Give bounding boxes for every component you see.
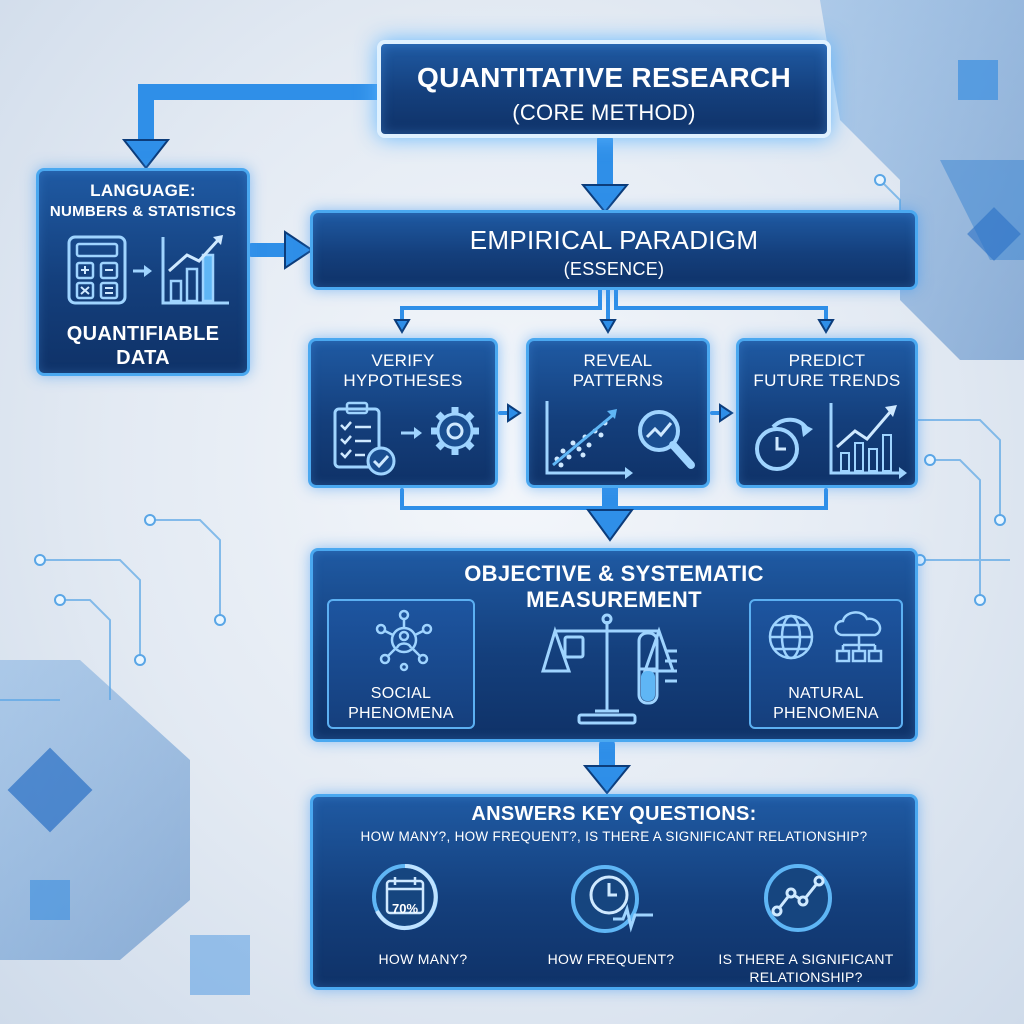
measurement-title-line2: MEASUREMENT [526,587,702,612]
language-box: LANGUAGE: NUMBERS & STATISTICS QUANTIFIA… [36,168,250,376]
core-method-subtitle: (CORE METHOD) [512,100,696,125]
magnifier-icon [638,410,695,469]
verify-hypotheses-box: VERIFY HYPOTHESES [308,338,498,488]
language-title-line1: LANGUAGE: [90,181,196,200]
reveal-line1: REVEAL [583,351,653,370]
language-label-line1: QUANTIFIABLE [66,323,220,345]
predict-line1: PREDICT [788,351,866,370]
question-relationship-line1: IS THERE A SIGNIFICANT [718,951,894,967]
line-trend-icon [764,864,832,932]
globe-icon [768,614,814,660]
scale-and-test-tube-icon [540,613,677,725]
arrow-right-icon [401,427,422,439]
language-title-line2: NUMBERS & STATISTICS [49,203,237,220]
language-label-line2: DATA [116,347,170,369]
circuit-traces [0,179,1010,701]
verify-line2: HYPOTHESES [343,371,463,390]
left-hex-shape [0,660,250,995]
calculator-icon [67,235,127,305]
questions-title: ANSWERS KEY QUESTIONS: [471,803,757,825]
key-questions-box: ANSWERS KEY QUESTIONS: HOW MANY?, HOW FR… [310,794,918,990]
people-network-icon [375,609,433,672]
clock-pulse-icon [571,865,653,933]
predict-line2: FUTURE TRENDS [753,371,901,390]
gear-icon [431,407,479,455]
question-how-frequent: HOW FREQUENT? [547,951,675,967]
social-line1: SOCIAL [370,685,432,702]
bar-chart-rising-icon [161,235,229,305]
calendar-percent-icon [372,864,438,930]
checklist-icon [333,401,396,476]
question-relationship-line2: RELATIONSHIP? [749,969,863,985]
core-method-box: QUANTITATIVE RESEARCH (CORE METHOD) [377,40,831,138]
paradigm-title: EMPIRICAL PARADIGM [469,225,759,255]
natural-line1: NATURAL [788,685,864,702]
measurement-title-line1: OBJECTIVE & SYSTEMATIC [464,561,764,586]
questions-subtitle: HOW MANY?, HOW FREQUENT?, IS THERE A SIG… [360,829,868,844]
gauge-value: 70% [391,901,419,916]
question-how-many: HOW MANY? [378,951,468,967]
measurement-box: OBJECTIVE & SYSTEMATIC MEASUREMENT SOCIA… [310,548,918,742]
verify-line1: VERIFY [371,351,435,370]
right-hex-shape [820,0,1024,360]
core-method-title: QUANTITATIVE RESEARCH [417,62,791,93]
natural-phenomena-panel: NATURAL PHENOMENA [749,599,903,729]
clock-forward-icon [755,417,813,471]
paradigm-subtitle: (ESSENCE) [563,259,665,279]
social-line2: PHENOMENA [348,705,454,722]
natural-line2: PHENOMENA [773,705,879,722]
cloud-network-icon [834,611,883,663]
arrow-right-icon [133,265,152,277]
scatter-trend-icon [545,401,633,479]
rising-bar-chart-icon [829,403,907,479]
social-phenomena-panel: SOCIAL PHENOMENA [327,599,475,729]
empirical-paradigm-box: EMPIRICAL PARADIGM (ESSENCE) [310,210,918,290]
predict-trends-box: PREDICT FUTURE TRENDS [736,338,918,488]
reveal-patterns-box: REVEAL PATTERNS [526,338,710,488]
reveal-line2: PATTERNS [572,371,664,390]
